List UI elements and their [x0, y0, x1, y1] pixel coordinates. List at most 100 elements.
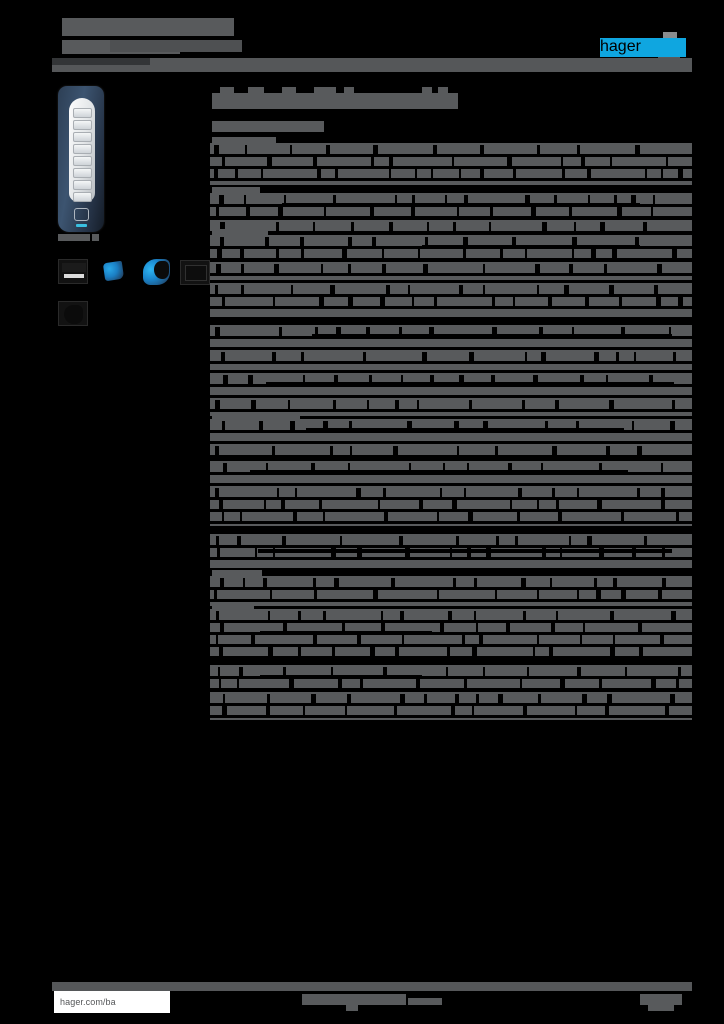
- table-cell-word-gap: [489, 222, 491, 231]
- table-cell-word-gap: [259, 421, 263, 430]
- table-cell-word-gap: [572, 327, 574, 336]
- table-cell-word-gap: [492, 297, 495, 306]
- table-cell-word-gap: [609, 285, 614, 294]
- document-icon-body: [62, 263, 86, 272]
- table-cell-word-gap: [670, 421, 675, 430]
- table-cell-word-gap: [295, 488, 297, 497]
- table-cell-word-gap: [349, 421, 352, 430]
- table-cell-word-gap: [580, 635, 582, 644]
- footer-url[interactable]: hager.com/ba: [60, 997, 116, 1007]
- product-caption-note: [92, 234, 99, 241]
- table-cell-word-gap: [276, 222, 279, 231]
- table-row-label: [212, 570, 262, 577]
- table-cell-word-gap: [409, 463, 411, 472]
- table-cell-word-gap: [278, 207, 283, 216]
- plain-tile-icon[interactable]: [180, 260, 210, 285]
- table-cell-word-gap: [400, 694, 405, 703]
- table-cell-word-gap: [500, 249, 503, 258]
- table-row: [210, 444, 692, 458]
- table-row: [210, 413, 692, 441]
- table-cell-word-gap: [587, 169, 591, 178]
- table-line-gap: [210, 620, 692, 623]
- table-cell-word-gap: [479, 635, 483, 644]
- table-cell-word-gap: [672, 400, 675, 409]
- table-cell-word-gap: [575, 706, 577, 715]
- table-cell-word-gap: [370, 207, 374, 216]
- table-cell-word-gap: [450, 548, 452, 557]
- table-cell-word-gap: [599, 679, 602, 688]
- table-cell-word-gap: [467, 463, 469, 472]
- table-row: [210, 262, 692, 280]
- table-cell-word-gap: [585, 297, 589, 306]
- blue-shape-icon-large[interactable]: [140, 257, 174, 287]
- blue-shape-icon-small[interactable]: [100, 259, 130, 284]
- table-cell-word-gap: [255, 548, 257, 557]
- table-cell-word-gap: [548, 297, 552, 306]
- dark-blob-icon[interactable]: [58, 301, 88, 326]
- table-line-gap: [210, 294, 692, 297]
- table-cell-word-gap: [334, 578, 339, 587]
- table-cell-word-gap: [282, 536, 286, 545]
- table-cell-word-gap: [384, 512, 388, 521]
- table-cell-word-gap: [443, 463, 445, 472]
- table-cell-word-gap: [464, 195, 468, 204]
- table-cell-word-gap: [483, 667, 485, 676]
- table-cell-word-gap: [371, 157, 374, 166]
- content-column: [210, 86, 692, 723]
- document-icon-line: [64, 274, 84, 278]
- table-cell-word-gap: [537, 500, 539, 509]
- table-row: [210, 187, 692, 219]
- product-caption: [58, 234, 90, 241]
- table-cell-word-gap: [550, 578, 552, 587]
- table-cell-word-gap: [448, 611, 452, 620]
- table-cell-word-gap: [651, 207, 653, 216]
- table-cell-word-gap: [588, 195, 590, 204]
- table-cell-word-gap: [283, 623, 287, 632]
- product-key: [73, 144, 92, 154]
- table-cell-word-gap: [437, 512, 439, 521]
- table-cell-word-gap: [600, 222, 605, 231]
- table-cell-word-gap: [507, 157, 512, 166]
- table-cell-word-gap: [619, 297, 622, 306]
- product-key: [73, 132, 92, 142]
- table-cell-word-gap: [433, 145, 437, 154]
- table-cell-word-gap: [551, 623, 555, 632]
- table-cell-word-gap: [380, 297, 385, 306]
- table-cell-word-gap: [279, 327, 282, 336]
- table-cell-word-gap: [594, 578, 597, 587]
- table-cell-word-gap: [606, 446, 610, 455]
- footer-url-box[interactable]: hager.com/ba: [54, 991, 170, 1013]
- table-cell-word-gap: [654, 285, 658, 294]
- table-cell-word-gap: [539, 327, 543, 336]
- table-cell-word-gap: [457, 446, 459, 455]
- product-key: [73, 108, 92, 118]
- table-line-gap: [210, 497, 692, 500]
- document-icon[interactable]: [58, 259, 88, 284]
- table-cell-word-gap: [587, 536, 592, 545]
- table-cell-word-gap: [395, 647, 399, 656]
- table-cell-word-gap: [577, 590, 579, 599]
- table-cell-word-gap: [220, 222, 225, 231]
- table-cell-word-gap: [476, 623, 478, 632]
- table-cell-word-gap: [268, 647, 273, 656]
- table-cell-word-gap: [459, 375, 464, 384]
- table-cell-word-gap: [513, 297, 515, 306]
- table-row: [210, 229, 692, 261]
- product-key: [73, 168, 92, 178]
- table-cell-word-gap: [401, 375, 403, 384]
- table-line-gap: [210, 644, 692, 647]
- table-cell-word-gap: [527, 667, 529, 676]
- table-cell-word-gap: [214, 169, 218, 178]
- table-cell-word-gap: [609, 400, 614, 409]
- table-cell-word-gap: [676, 512, 679, 521]
- table-cell-word-gap: [446, 667, 448, 676]
- table-cell-word-gap: [669, 327, 671, 336]
- table-cell-word-gap: [333, 400, 336, 409]
- table-row-label: [212, 229, 268, 236]
- table-cell-word-gap: [562, 169, 565, 178]
- table-cell-word-gap: [456, 536, 459, 545]
- table-cell-word-gap: [610, 611, 614, 620]
- table-cell-word-gap: [645, 169, 647, 178]
- table-row-label: [212, 413, 300, 420]
- table-row: [210, 398, 692, 416]
